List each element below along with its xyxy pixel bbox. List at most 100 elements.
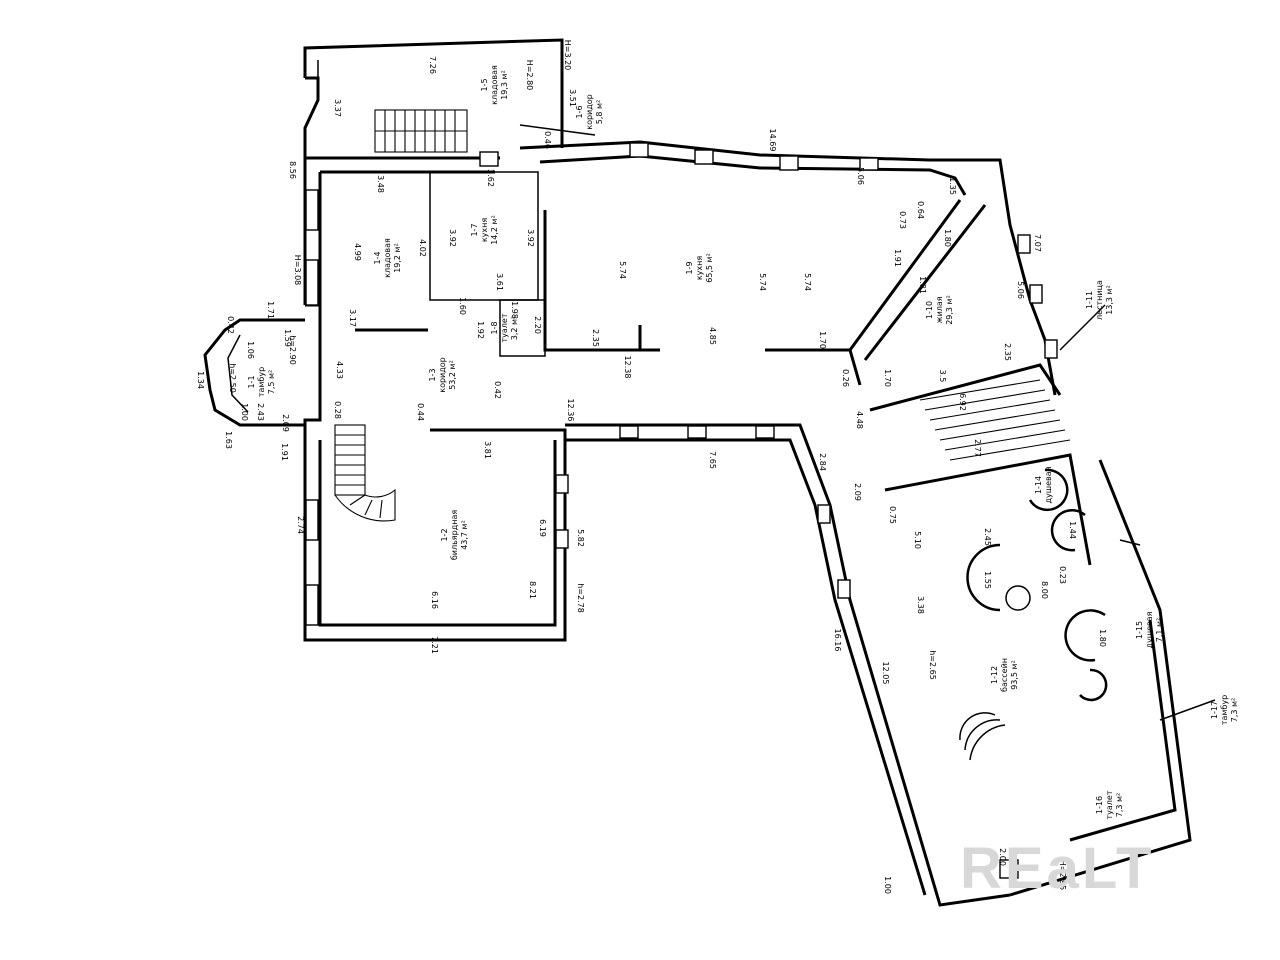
wall-bay-1-1 (203, 318, 305, 427)
dimension-label: 6.92 (958, 393, 967, 411)
dimension-label: 3.92 (448, 229, 457, 247)
dimension-label: Н=2.95 (1058, 860, 1067, 891)
dimension-label: 1.91 (893, 249, 902, 267)
wall-north-east-inner (539, 154, 967, 196)
stair-1-11 (919, 379, 1071, 461)
room-labels: 1-1 тамбур 7,5 м² 1-2 бильярдная 43,7 м²… (247, 65, 1239, 820)
dimension-label: 2.00 (998, 848, 1007, 866)
dimension-label: 1.44 (1068, 521, 1077, 539)
room-name-1-11: лестница (1095, 280, 1104, 320)
room-name-1-10: жилая (935, 296, 944, 323)
wall-north-east (519, 140, 1057, 396)
room-name-1-8: туалет (500, 313, 509, 342)
dimension-label: 7.65 (708, 451, 717, 469)
room-num-1-5: 1-5 (480, 78, 489, 91)
dimension-label: 8.00 (1040, 581, 1049, 599)
dimension-label: 0.26 (841, 369, 850, 387)
dimension-label: 3.61 (495, 273, 504, 291)
room-area-1-6: 5,8 м² (595, 100, 604, 125)
dimension-label: 2.74 (296, 516, 305, 534)
room-name-1-6: коридор (585, 94, 594, 130)
dimension-label: 1.35 (948, 177, 957, 195)
room-name-1-16: туалет (1105, 790, 1114, 819)
dimension-label: 0.73 (898, 211, 907, 229)
dimension-label: 0.42 (493, 381, 502, 399)
room-num-1-12: 1-12 (990, 666, 999, 684)
dimension-label: 1.55 (983, 571, 992, 589)
room-name-1-7: кухня (480, 218, 489, 243)
room-name-1-5: кладовая (490, 65, 499, 105)
room-area-1-15: 7,1 м² (1155, 618, 1164, 643)
room-name-1-2: бильярдная (450, 510, 459, 561)
room-area-1-4: 19,2 м² (393, 243, 402, 273)
room-area-1-5: 19,3 м² (500, 70, 509, 100)
dimension-label: Н=2.80 (525, 60, 534, 91)
room-area-1-17: 7,3 м² (1230, 698, 1239, 723)
room-name-1-17: тамбур (1220, 695, 1229, 725)
room-area-1-8: 3,2 м² (510, 316, 519, 341)
dimension-label: 0.64 (916, 201, 925, 219)
dimension-label: 4.85 (708, 327, 717, 345)
dimension-label: 4.48 (855, 411, 864, 429)
room-name-1-14: душевая (1044, 466, 1053, 503)
dimension-label: 3.81 (483, 441, 492, 459)
dimension-label: 8.56 (288, 161, 297, 179)
room-num-1-11: 1-11 (1085, 291, 1094, 309)
room-area-1-2: 43,7 м² (460, 520, 469, 550)
dimension-label: 2.35 (1003, 343, 1012, 361)
dimension-label: h=2.65 (928, 650, 937, 680)
dimension-label: 2.77 (973, 439, 982, 457)
dimension-label: 6.19 (538, 519, 547, 537)
wall-west-mid-inner (318, 440, 557, 627)
room-num-1-10: 1-10 (925, 301, 934, 319)
leader-lines (519, 124, 1216, 721)
room-area-1-1: 7,5 м² (267, 370, 276, 395)
dimension-label: 0.28 (333, 401, 342, 419)
room-area-1-10: 29,3 м² (945, 295, 954, 325)
dimension-label: 16.16 (833, 629, 842, 652)
room-num-1-3: 1-3 (428, 368, 437, 381)
dimension-label: 0.23 (1058, 566, 1067, 584)
room-num-1-7: 1-7 (470, 223, 479, 236)
watermark: REaLT (960, 836, 1154, 901)
room-area-1-3: 53,2 м² (448, 360, 457, 390)
room-num-1-16: 1-16 (1095, 796, 1104, 814)
dimension-label: 7.21 (430, 636, 439, 654)
dimension-label: 3.17 (348, 309, 357, 327)
windows (305, 142, 1058, 879)
dimension-label: 1.00 (240, 403, 249, 421)
wall-center-south (565, 423, 1011, 907)
dimension-label: 0.75 (888, 506, 897, 524)
pool-ladder-icon (959, 712, 1006, 761)
stair-storage (374, 109, 468, 153)
room-num-1-4: 1-4 (373, 251, 382, 264)
dimension-label: 3.38 (916, 596, 925, 614)
room-area-1-9: 65,5 м² (705, 253, 714, 283)
dimension-label: 1.80 (1098, 629, 1107, 647)
dimension-label: 1.63 (224, 431, 233, 449)
dimension-label: 6.16 (430, 591, 439, 609)
dimension-label: 5.74 (618, 261, 627, 279)
dimension-label: Н=3.20 (563, 40, 572, 71)
wall-pool-east-inner (1069, 619, 1177, 842)
dimension-label: 1.06 (246, 341, 255, 359)
room-area-1-11: 13,3 м² (1105, 285, 1114, 315)
room-name-1-12: бассейн (1000, 658, 1009, 692)
room-area-1-12: 93,5 м² (1010, 660, 1019, 690)
dimension-label: 4.02 (418, 239, 427, 257)
room-name-1-15: душевая (1145, 611, 1154, 648)
dimension-label: 1.92 (476, 321, 485, 339)
dimension-label: 1.59 (283, 329, 292, 347)
wall-bay-1-1-inner (227, 334, 249, 413)
dimension-label: h=2.90 (288, 335, 297, 365)
wall-center-south-inner (565, 438, 927, 896)
dimension-label: 2.09 (853, 483, 862, 501)
wall-room-1-10-diag-b (863, 204, 987, 361)
dimension-label: 2.09 (281, 414, 290, 432)
room-num-1-15: 1-15 (1135, 621, 1144, 639)
room-name-1-3: коридор (438, 357, 447, 393)
dimension-label: Н=3.08 (293, 255, 302, 286)
room-area-1-7: 14,2 м² (490, 215, 499, 245)
